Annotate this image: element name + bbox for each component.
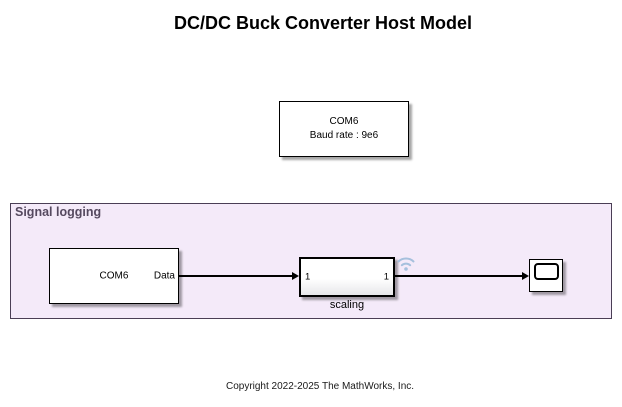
scaling-block-label: scaling <box>329 299 365 311</box>
host-block-baud-rate: Baud rate : 9e6 <box>309 130 379 141</box>
scope-block[interactable] <box>529 259 563 292</box>
wire-scaling-to-scope[interactable] <box>395 271 529 280</box>
wire-data-to-scaling[interactable] <box>179 271 299 280</box>
serial-receive-block[interactable]: COM6 Data <box>49 248 179 304</box>
signal-logging-area-label: Signal logging <box>15 205 102 219</box>
host-serial-config-block[interactable]: COM6 Baud rate : 9e6 <box>279 101 409 157</box>
model-title: DC/DC Buck Converter Host Model <box>173 13 473 33</box>
serial-block-name: COM6 <box>99 270 129 282</box>
wire-arrowhead <box>522 271 529 280</box>
scaling-block[interactable]: 1 1 <box>299 257 395 297</box>
copyright-annotation: Copyright 2022-2025 The MathWorks, Inc. <box>225 381 415 392</box>
wire-arrowhead <box>292 271 299 280</box>
serial-block-data-port-label: Data <box>153 270 175 282</box>
scaling-output-port-label: 1 <box>383 271 389 283</box>
scope-screen-icon <box>534 263 559 280</box>
scaling-input-port-label: 1 <box>305 271 311 283</box>
host-block-name: COM6 <box>329 116 359 127</box>
wifi-icon <box>397 257 415 271</box>
